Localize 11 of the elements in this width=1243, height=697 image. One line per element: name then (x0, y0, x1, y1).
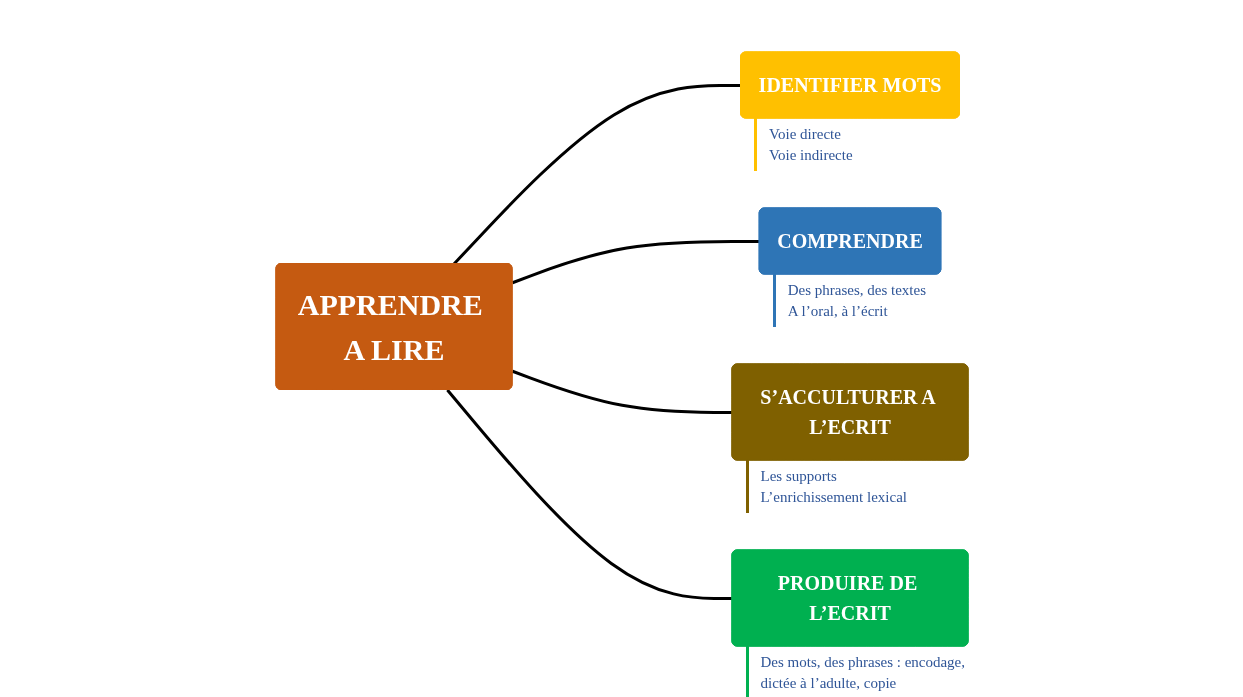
note-text: Voie indirecte (769, 146, 853, 166)
note-text: Des phrases, des textes (787, 280, 926, 300)
note-text: L’enrichissement lexical (760, 488, 907, 508)
connector (445, 388, 732, 600)
note-text: Les supports (760, 466, 838, 486)
note-text: Voie directe (769, 124, 842, 144)
connector (511, 239, 760, 284)
note-text: Des mots, des phrases : encodage, dictée à l’adulte, copie (760, 652, 967, 694)
connector (452, 83, 741, 265)
connector (511, 369, 732, 414)
note-text: A l’oral, à l’écrit (787, 302, 889, 322)
